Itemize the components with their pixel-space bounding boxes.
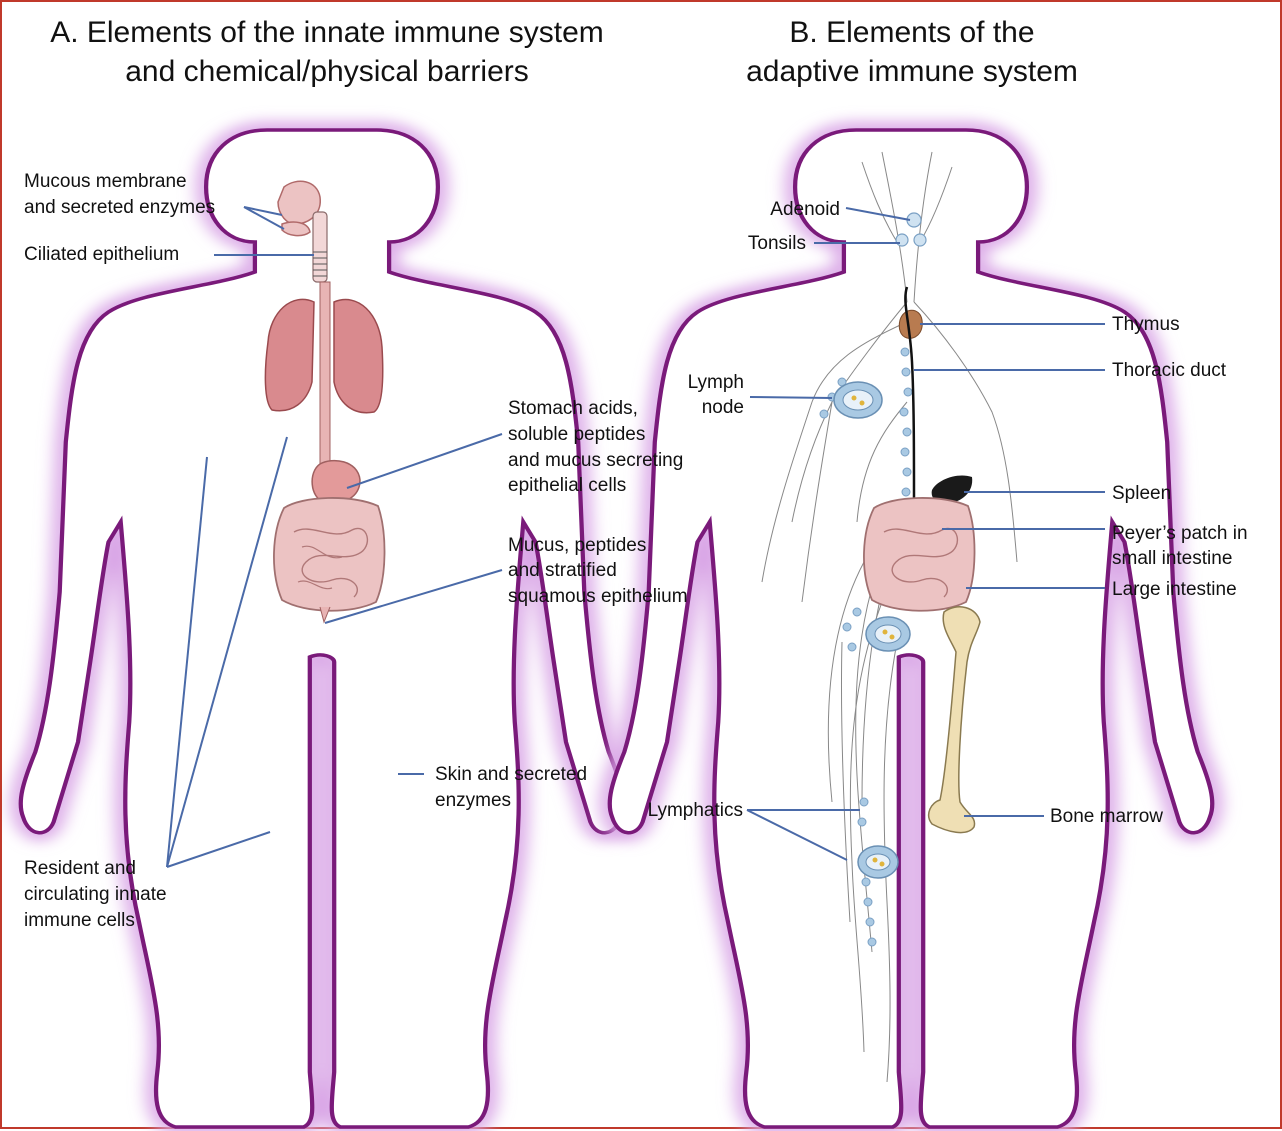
panel-a-title-line2: and chemical/physical barriers <box>22 53 632 91</box>
label-large-intestine: Large intestine <box>1112 577 1237 602</box>
label-ciliated-epithelium: Ciliated epithelium <box>24 242 179 267</box>
label-skin-enzymes: enzymes <box>435 788 511 813</box>
label-resident: Resident and <box>24 856 136 881</box>
panel-b-title-line2: adaptive immune system <box>702 53 1122 91</box>
label-adenoid: Adenoid <box>702 197 840 222</box>
thymus-organ <box>899 310 922 338</box>
esophagus-organ <box>320 282 330 472</box>
label-thoracic-duct: Thoracic duct <box>1112 358 1226 383</box>
label-tonsils: Tonsils <box>702 231 806 256</box>
label-secreted-enzymes: and secreted enzymes <box>24 195 215 220</box>
panel-b-body <box>610 130 1213 1127</box>
leg-lymph-node-organ <box>858 846 898 878</box>
label-soluble-peptides: soluble peptides <box>508 422 645 447</box>
label-skin: Skin and secreted <box>435 762 587 787</box>
trachea-organ <box>313 212 327 282</box>
lymph-node-organ <box>834 382 882 418</box>
label-node: node <box>642 395 744 420</box>
label-squamous-epithelium: squamous epithelium <box>508 584 688 609</box>
stomach-organ <box>312 461 360 503</box>
label-epithelial-cells: epithelial cells <box>508 473 626 498</box>
label-immune-cells: immune cells <box>24 908 135 933</box>
label-thymus: Thymus <box>1112 312 1180 337</box>
label-lymphatics: Lymphatics <box>602 798 743 823</box>
intestines-organ <box>274 498 385 622</box>
label-stomach-acids: Stomach acids, <box>508 396 638 421</box>
intestines-b-organ <box>864 498 975 611</box>
label-circulating-innate: circulating innate <box>24 882 167 907</box>
label-mucous-membrane: Mucous membrane <box>24 169 187 194</box>
label-bone-marrow: Bone marrow <box>1050 804 1163 829</box>
label-mucus-peptides: Mucus, peptides <box>508 533 646 558</box>
label-small-intestine: small intestine <box>1112 546 1232 571</box>
groin-lymph-node-organ <box>866 617 910 651</box>
label-peyers-patch: Peyer’s patch in <box>1112 521 1248 546</box>
label-lymph: Lymph <box>642 370 744 395</box>
panel-b-title-line1: B. Elements of the <box>702 14 1122 52</box>
label-spleen: Spleen <box>1112 481 1171 506</box>
label-mucus-secreting: and mucus secreting <box>508 448 683 473</box>
panel-a-title-line1: A. Elements of the innate immune system <box>22 14 632 52</box>
label-stratified: and stratified <box>508 558 617 583</box>
